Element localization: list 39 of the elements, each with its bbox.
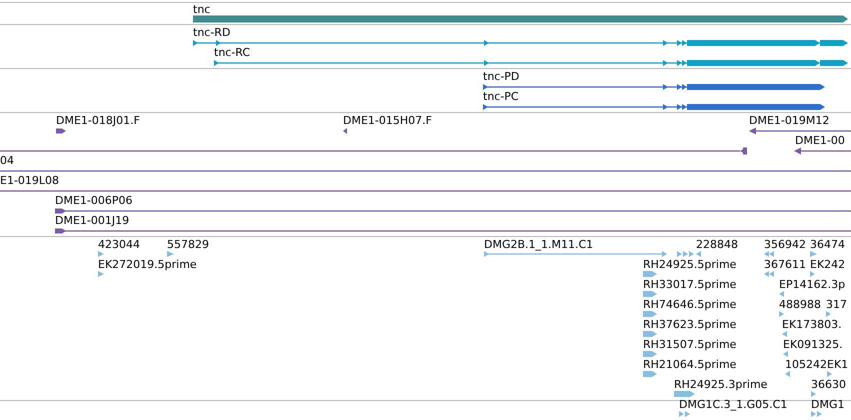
- feature-label: tnc-RD: [193, 26, 230, 39]
- feature-label: RH37623.5prime: [643, 318, 736, 331]
- feature-label: tnc-RC: [214, 46, 250, 59]
- feature-label: 105242: [785, 358, 827, 371]
- feature-label: 488988: [779, 298, 821, 311]
- feature-label: 36630: [811, 378, 846, 391]
- feature-label: 423044: [98, 238, 140, 251]
- feature-label: EK272019.5prime: [98, 258, 197, 271]
- feature-label: RH33017.5prime: [643, 278, 736, 291]
- feature-label: 228848: [696, 238, 738, 251]
- feature-label: DMG2B.1_1.M11.C1: [484, 238, 594, 251]
- feature-label: RH24925.5prime: [643, 258, 736, 271]
- feature-label: RH74646.5prime: [643, 298, 736, 311]
- feature-label: DME1-019M12: [749, 114, 830, 127]
- feature-label: DME1-00: [795, 134, 845, 147]
- feature-label: 356942: [764, 238, 806, 251]
- feature-label: RH31507.5prime: [643, 338, 736, 351]
- feature-label: EK091325.: [783, 338, 843, 351]
- feature-label: 317: [826, 298, 847, 311]
- feature-label: DMG1C.3_1.G05.C1: [679, 398, 788, 411]
- feature-label: tnc: [193, 3, 210, 16]
- feature-label: E1-019L08: [0, 174, 60, 187]
- feature-label: RH24925.3prime: [674, 378, 768, 391]
- feature-label: DME1-001J19: [55, 214, 130, 227]
- feature-label: DME1-006P06: [55, 194, 133, 207]
- feature-label: tnc-PC: [483, 90, 519, 103]
- feature-label: EK1: [827, 358, 848, 371]
- feature-label: EK173803.: [782, 318, 842, 331]
- feature-label: 557829: [167, 238, 209, 251]
- feature-label: EP14162.3p: [779, 278, 846, 291]
- feature-label: RH21064.5prime: [643, 358, 736, 371]
- feature-label: tnc-PD: [483, 70, 520, 83]
- feature-label: 36474: [810, 238, 845, 251]
- feature-label: DME1-015H07.F: [343, 114, 432, 127]
- feature-label: DMG1: [811, 398, 844, 411]
- feature-label: 367611: [764, 258, 806, 271]
- feature-label: DME1-018J01.F: [56, 114, 140, 127]
- feature-label: EK242: [810, 258, 846, 271]
- feature-label: 04: [0, 154, 14, 167]
